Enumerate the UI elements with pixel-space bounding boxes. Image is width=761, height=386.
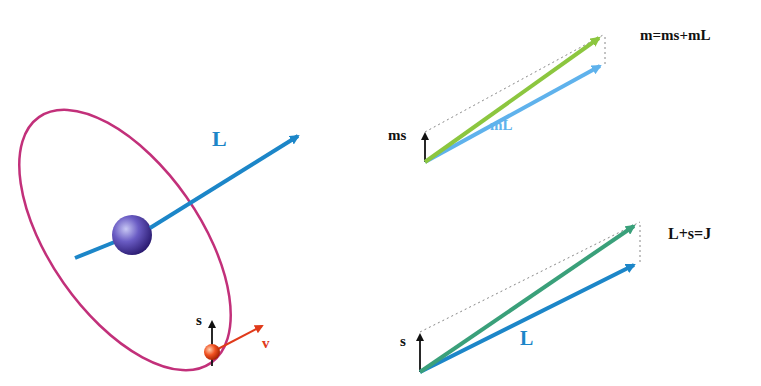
nucleus: [112, 215, 152, 255]
velocity-arrow: [216, 326, 262, 350]
electron: [204, 344, 220, 360]
vector-label: v: [262, 336, 270, 351]
orbit: [0, 74, 272, 386]
equation-label: m=ms+mL: [640, 28, 710, 43]
construction-line: [640, 222, 641, 262]
construction-line: [425, 34, 605, 132]
construction-line: [605, 34, 606, 64]
vector-label: L: [212, 128, 227, 150]
vector-label: s: [400, 334, 406, 349]
vector-label: s: [196, 313, 202, 328]
spin-arrow: [419, 335, 421, 372]
orbital-angular-momentum-arrow: [420, 265, 634, 372]
vector-label: L: [520, 328, 533, 348]
vector-label: mL: [490, 118, 513, 133]
orbital-moment-arrow: [425, 66, 600, 162]
vector-label: ms: [388, 128, 406, 143]
total-moment-arrow: [425, 38, 599, 162]
spin-moment-arrow: [424, 134, 426, 162]
equation-label: L+s=J: [668, 226, 711, 242]
total-angular-momentum-arrow: [420, 226, 634, 372]
